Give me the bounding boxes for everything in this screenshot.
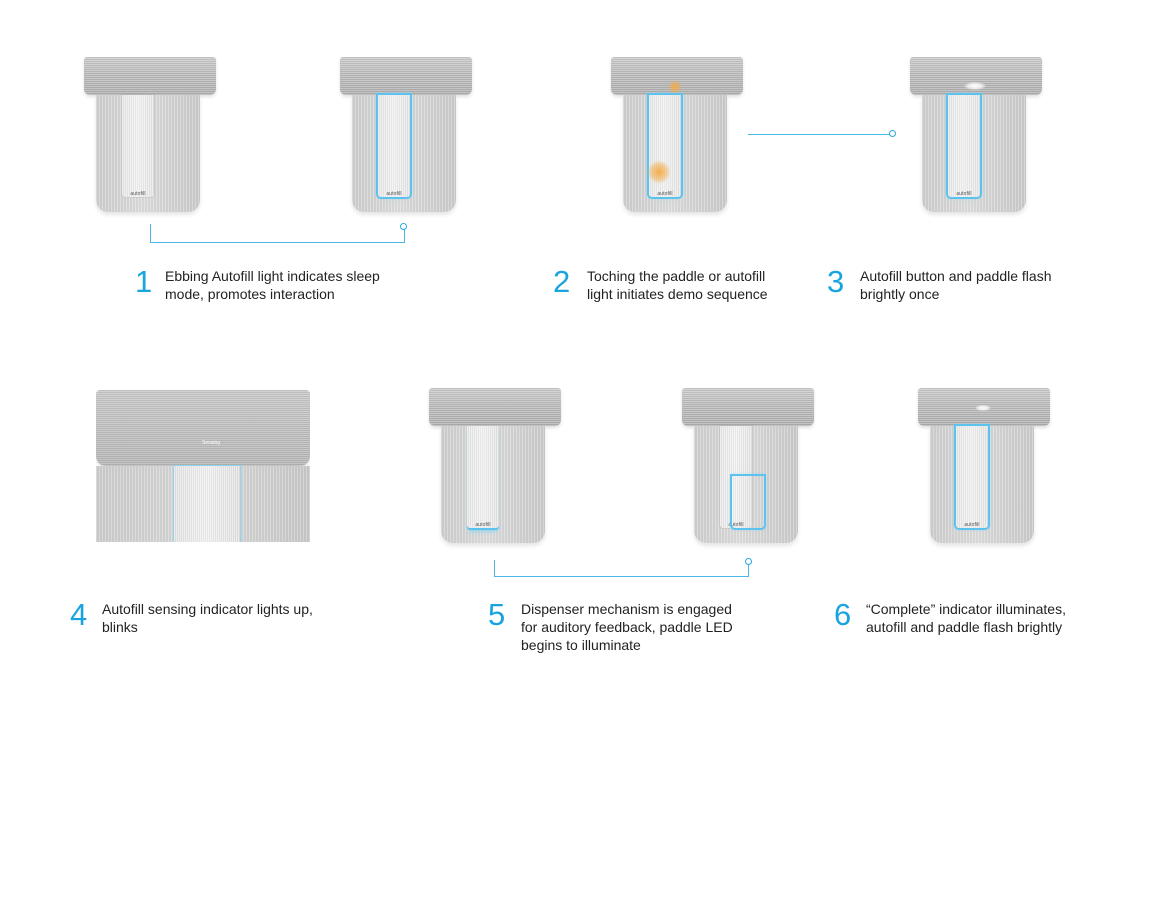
autofill-logo: autofill [964,522,980,528]
connector-dot [400,223,407,230]
touch-point-icon [647,160,671,184]
control-panel-closeup: Sensing [96,390,310,542]
autofill-logo: autofill [130,191,146,197]
step-number: 1 [135,264,153,299]
connector-dot [889,130,896,137]
dispenser-paddle-lit [378,95,410,197]
dispenser-engaged: autofill [429,388,561,546]
autofill-logo: autofill [657,191,673,197]
dispenser-flash: autofill [910,57,1042,215]
dispenser-complete: autofill [918,388,1050,546]
complete-indicator-icon [975,405,991,411]
dispenser-touched: autofill [611,57,743,215]
connector-bracket [494,560,749,577]
sensing-indicator: Sensing [202,440,221,446]
connector-dot [745,558,752,565]
connector-line [748,134,890,135]
autofill-logo: autofill [386,191,402,197]
dispenser-cap [429,388,561,426]
step-number: 4 [70,597,88,632]
dispenser-paddle-led-start [467,426,499,528]
step-number: 5 [488,597,506,632]
connector-bracket [150,224,405,243]
dispenser-sleep: autofill [84,57,216,215]
touch-point-icon [668,80,682,94]
dispenser-cap [682,388,814,426]
dispenser-ebbing-light: autofill [340,57,472,215]
panel-paddle [174,466,240,542]
autofill-logo: autofill [475,522,491,528]
autofill-logo: autofill [728,522,744,528]
step-number: 3 [827,264,845,299]
dispenser-paddle [122,95,154,197]
panel-top [96,390,310,466]
paddle-led-partial [732,866,764,920]
dispenser-paddle [720,426,752,528]
autofill-button-flash-icon [964,82,986,90]
dispenser-paddle-lit [948,95,980,197]
step-description: “Complete” indicator illuminates,autofil… [866,601,1066,635]
step-number: 6 [834,597,852,632]
step-description: Autofill sensing indicator lights up,bli… [102,601,313,635]
dispenser-led-rising: autofill [682,388,814,546]
dispenser-cap [340,57,472,95]
autofill-logo: autofill [956,191,972,197]
paddle-led-partial-glow [732,476,764,528]
dispenser-cap [84,57,216,95]
step-number: 2 [553,264,571,299]
dispenser-paddle-lit [956,426,988,528]
